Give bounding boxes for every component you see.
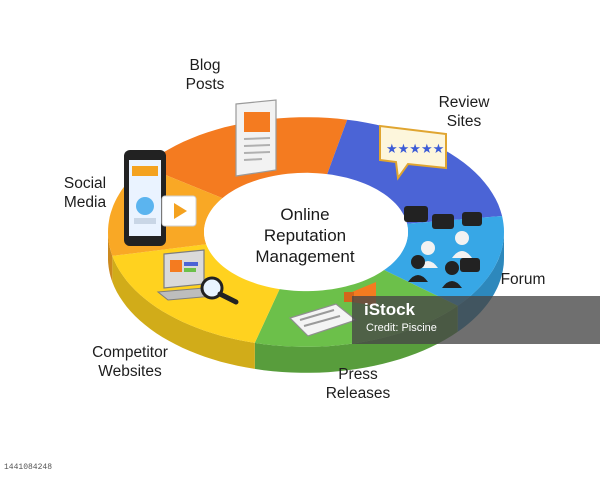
label-line: Press bbox=[338, 366, 378, 383]
ring-side-shade bbox=[112, 255, 255, 369]
smartphone-icon bbox=[124, 150, 166, 246]
center-title-line: Reputation bbox=[263, 226, 347, 245]
ring-segment-review-sites bbox=[327, 119, 503, 224]
ring-side-shade bbox=[254, 305, 458, 373]
label-line: Blog bbox=[189, 57, 221, 74]
label-blog-posts: Blog Posts bbox=[170, 56, 240, 94]
label-line: Releases bbox=[325, 385, 391, 402]
label-line: Forum bbox=[500, 271, 546, 288]
ring-side-social-media bbox=[108, 232, 113, 282]
label-review-sites: Review Sites bbox=[426, 93, 502, 131]
ring-side-competitor-websites bbox=[112, 255, 255, 369]
label-line: Competitor bbox=[92, 344, 168, 361]
document-icon bbox=[235, 99, 277, 177]
label-forum: Forum bbox=[490, 270, 556, 289]
ring-hole bbox=[204, 174, 408, 290]
label-line: Social bbox=[63, 175, 107, 192]
ring-segment-forum bbox=[384, 216, 504, 306]
label-line: Review bbox=[438, 94, 490, 111]
ring-side-shade bbox=[108, 232, 113, 282]
label-line: Sites bbox=[446, 113, 482, 130]
ring-side-press-releases bbox=[254, 305, 458, 373]
label-line: Media bbox=[63, 194, 107, 211]
label-line: Websites bbox=[98, 363, 162, 380]
center-title: Online Reputation Management bbox=[222, 204, 388, 267]
istock-watermark: iStock Credit: Piscine bbox=[352, 296, 600, 344]
forum-people-icon bbox=[404, 206, 482, 288]
center-title-line: Management bbox=[255, 247, 355, 266]
watermark-brand: iStock bbox=[364, 300, 416, 319]
video-play-icon bbox=[161, 195, 197, 227]
svg-text:★★★★★: ★★★★★ bbox=[386, 142, 444, 157]
label-competitor-websites: Competitor Websites bbox=[80, 343, 180, 381]
label-press-releases: Press Releases bbox=[312, 365, 404, 403]
label-line: Posts bbox=[185, 76, 225, 93]
magnifier-icon bbox=[200, 276, 239, 305]
star-rating-icon: ★★★★★ bbox=[379, 124, 447, 181]
laptop-icon bbox=[156, 249, 216, 301]
center-title-line: Online bbox=[280, 205, 330, 224]
stock-image-id: 1441084248 bbox=[4, 463, 53, 472]
watermark-credit: Credit: Piscine bbox=[366, 322, 437, 334]
label-social-media: Social Media bbox=[52, 174, 118, 212]
